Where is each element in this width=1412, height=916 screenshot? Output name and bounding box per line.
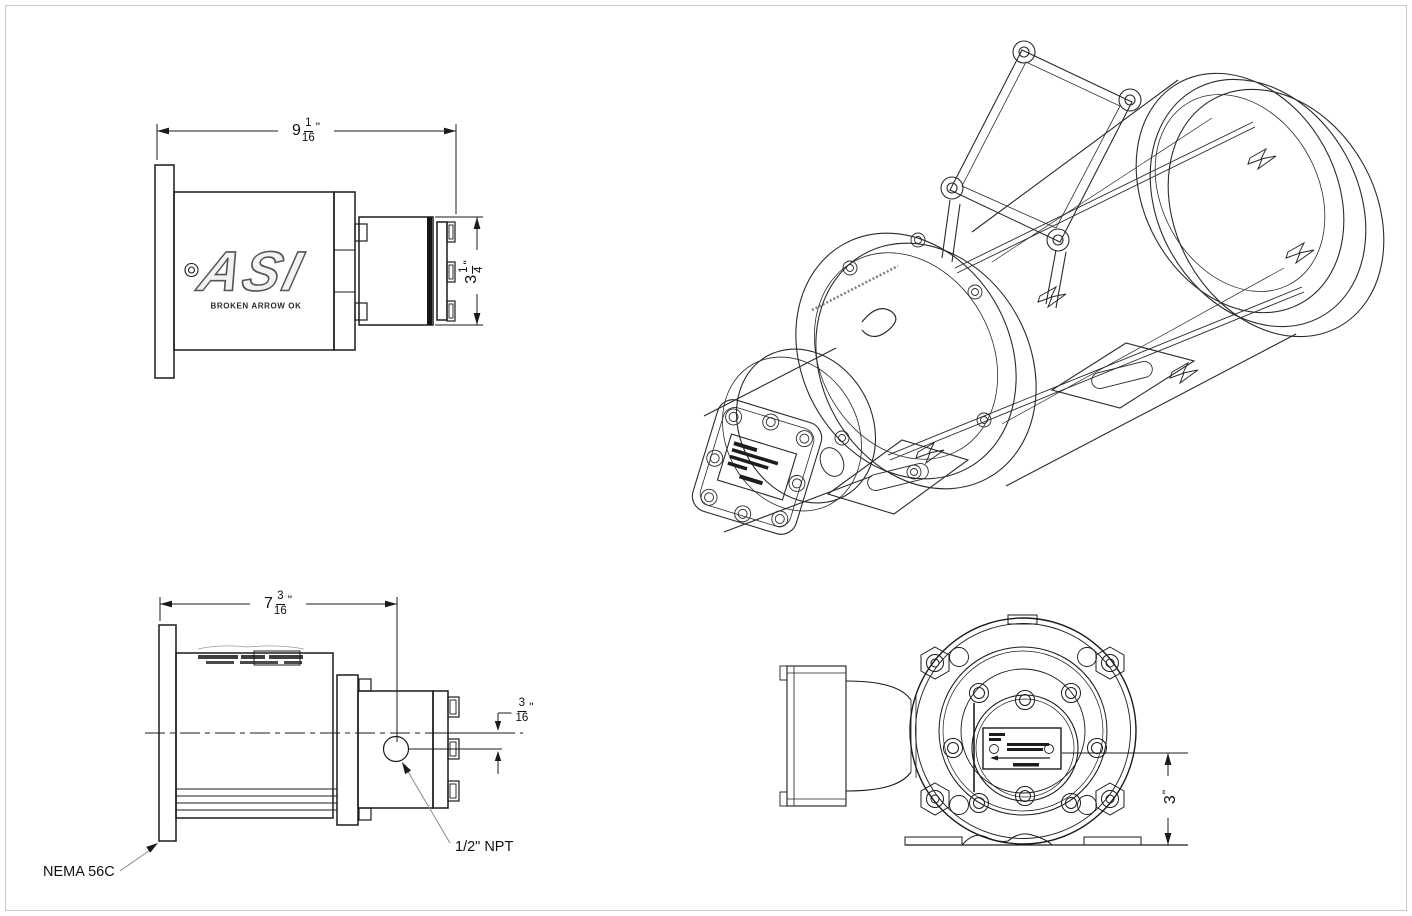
dim-pump-height: 3 1 4 " <box>458 257 485 287</box>
dim-port-offset: 3 16 " <box>511 697 537 724</box>
iso-micro-text <box>811 264 899 312</box>
npt-port-label: 1/2" NPT <box>455 839 514 855</box>
dim-whole: 9 <box>292 122 301 139</box>
iso-asi-logo-mark <box>861 308 897 338</box>
dim-overall-length-lines <box>156 124 457 214</box>
pump-port-plate-plan <box>432 690 460 809</box>
iso-mounting-feet <box>826 342 1196 515</box>
dim-port-height: 3 " <box>1160 786 1179 808</box>
iso-pump-head <box>691 399 823 535</box>
asi-logo: ASI <box>192 239 312 304</box>
pump-adapter-bracket <box>333 191 368 351</box>
motor-flange <box>154 164 175 379</box>
iso-pump-bolts <box>700 408 813 528</box>
pump-adapter-plan <box>336 674 372 826</box>
iso-tie-rods <box>887 121 1305 461</box>
pump-face-bolts <box>943 683 1107 813</box>
leader-npt <box>402 762 451 844</box>
housing-hex-bolts <box>920 646 1125 816</box>
iso-bell-housing <box>795 232 1037 490</box>
iso-side-port <box>819 447 845 477</box>
junction-box <box>779 665 917 807</box>
npt-port-circle <box>382 735 410 763</box>
iso-rear-flange <box>1135 72 1385 338</box>
motor-base <box>904 614 1188 846</box>
dim-port-offset-lines <box>445 712 513 774</box>
dim-fraction: 3 16 <box>273 590 287 617</box>
iso-pump-nameplate <box>716 433 798 501</box>
dim-fraction: 3 16 <box>515 697 529 724</box>
dim-overall-length: 9 1 16 " <box>289 117 323 144</box>
dim-fraction: 1 16 <box>301 117 315 144</box>
pump-nameplate-front <box>973 703 1062 792</box>
iso-lifting-frame <box>940 40 1142 309</box>
leader-nema <box>119 843 158 872</box>
pump-body <box>358 216 434 326</box>
pump-port-plate <box>436 221 456 322</box>
dim-length-to-port: 7 3 16 " <box>261 590 295 617</box>
dim-whole: 3 <box>1162 795 1179 805</box>
dim-pump-height-lines <box>435 216 483 326</box>
iso-view-drawing <box>691 40 1385 535</box>
dim-fraction: 1 4 <box>458 265 485 274</box>
pump-body-plan <box>357 690 502 809</box>
iso-pump-adapter <box>703 264 899 533</box>
front-view-drawing <box>779 614 1188 846</box>
dim-whole: 3 <box>463 274 480 284</box>
dim-length-lines <box>159 597 398 742</box>
nema-flange-label: NEMA 56C <box>43 864 115 880</box>
motor-nameplate-plan <box>197 645 305 666</box>
iso-motor-body <box>971 79 1297 487</box>
dim-whole: 7 <box>264 595 273 612</box>
motor-body-plan <box>175 652 337 819</box>
side-view-drawing <box>154 124 483 379</box>
plan-view-drawing <box>119 597 523 872</box>
iso-bell-bolts <box>834 232 992 480</box>
asi-logo-subtext: BROKEN ARROW OK <box>210 301 302 311</box>
dim-port-height-lines <box>1062 752 1188 845</box>
